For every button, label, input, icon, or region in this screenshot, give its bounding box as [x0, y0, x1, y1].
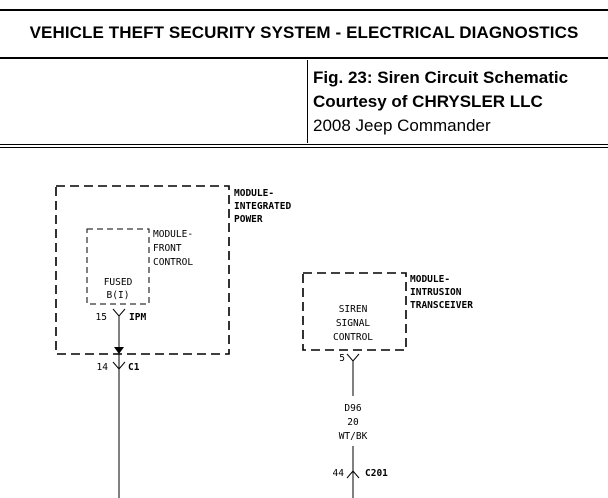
itm-internal-line-1: SIREN — [339, 304, 368, 315]
fcm-fused-label-line-2: B(I) — [107, 290, 130, 301]
figure-courtesy: Courtesy of CHRYSLER LLC — [313, 92, 543, 111]
fcm-label-line-3: CONTROL — [153, 257, 193, 268]
c1-connector-symbol — [112, 361, 126, 370]
header-bottom-rule-1 — [0, 144, 608, 145]
header-column-divider — [307, 60, 308, 143]
wire-color: WT/BK — [339, 431, 368, 442]
ipm-connector-symbol — [112, 308, 126, 317]
itm-module-box — [302, 272, 407, 351]
c201-connector-symbol — [346, 470, 360, 479]
fcm-module-box — [86, 228, 150, 305]
wire-arrow — [114, 347, 124, 354]
wire-circuit-code: D96 — [344, 403, 361, 414]
ipm-pin-number: 15 — [96, 312, 107, 323]
section-title: VEHICLE THEFT SECURITY SYSTEM - ELECTRIC… — [29, 23, 579, 42]
header-mid-rule — [0, 57, 608, 59]
wire-gauge: 20 — [347, 417, 359, 428]
ipm-module-box — [55, 185, 230, 355]
fcm-fused-label-line-1: FUSED — [104, 277, 133, 288]
header-top-rule — [0, 9, 608, 11]
ipm-label-line-3: POWER — [234, 214, 263, 225]
c1-pin-number: 14 — [97, 362, 109, 373]
itm-pin-number: 5 — [339, 353, 345, 364]
c1-connector-label: C1 — [128, 362, 140, 373]
c201-connector-label: C201 — [365, 468, 388, 479]
figure-title: Fig. 23: Siren Circuit Schematic — [313, 68, 569, 87]
fcm-label-line-1: MODULE- — [153, 229, 193, 240]
itm-label-line-1: MODULE- — [410, 274, 450, 285]
ipm-label-line-1: MODULE- — [234, 188, 274, 199]
itm-label-line-3: TRANSCEIVER — [410, 300, 473, 311]
figure-caption: Fig. 23: Siren Circuit Schematic Courtes… — [313, 66, 568, 138]
siren-circuit-schematic: MODULE- INTEGRATED POWER MODULE- FRONT C… — [55, 185, 473, 498]
figure-vehicle: 2008 Jeep Commander — [313, 116, 491, 135]
itm-connector-symbol — [346, 353, 360, 362]
ipm-connector-label: IPM — [129, 312, 146, 323]
ipm-label-line-2: INTEGRATED — [234, 201, 291, 212]
c201-pin-number: 44 — [333, 468, 345, 479]
itm-internal-line-2: SIGNAL — [336, 318, 371, 329]
page-header: VEHICLE THEFT SECURITY SYSTEM - ELECTRIC… — [0, 0, 608, 152]
header-bottom-rule-2 — [0, 147, 608, 148]
fcm-label-line-2: FRONT — [153, 243, 182, 254]
itm-internal-line-3: CONTROL — [333, 332, 373, 343]
itm-label-line-2: INTRUSION — [410, 287, 462, 298]
